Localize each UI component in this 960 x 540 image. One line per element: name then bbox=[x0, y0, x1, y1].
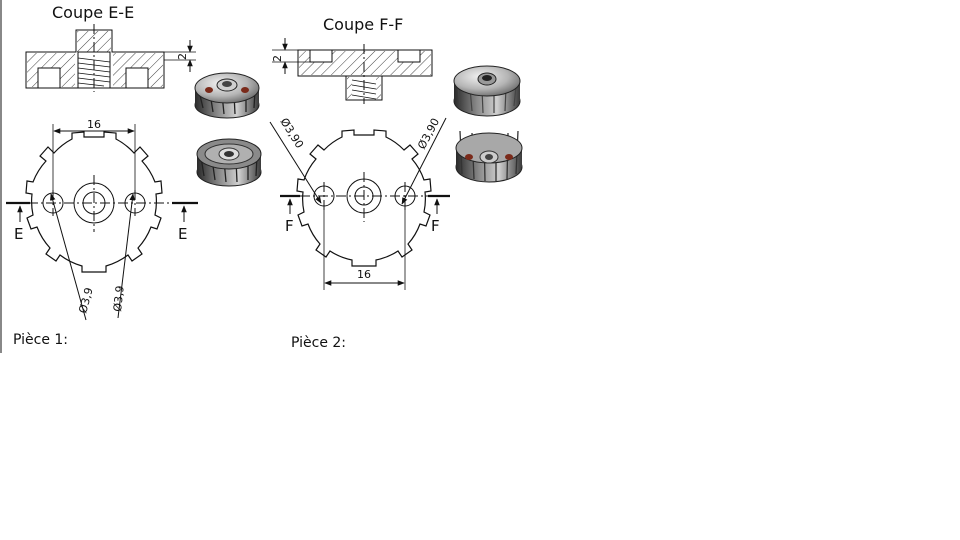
piece2-cut-letter-left: F bbox=[285, 217, 294, 235]
piece1-section-view: 2 bbox=[25, 24, 196, 92]
piece1-diameter-left: Ø3,9 bbox=[76, 286, 95, 315]
piece2-section-pocket-left bbox=[309, 49, 333, 63]
piece1-section-body bbox=[25, 29, 165, 89]
piece1-depth-dim: 2 bbox=[176, 53, 189, 60]
piece1-width-dim: 16 bbox=[87, 118, 101, 131]
piece1-render-bottom bbox=[196, 138, 262, 187]
piece1-section-hatch-boss bbox=[77, 31, 111, 52]
piece1-section-pocket-right bbox=[125, 67, 149, 89]
piece1-cut-letter-right: E bbox=[178, 225, 187, 243]
piece1-cut-letter-left: E bbox=[14, 225, 23, 243]
piece1-plan-view: E E 16 Ø3,9 Ø3,9 bbox=[6, 118, 198, 321]
piece1-section-pocket-left bbox=[37, 67, 61, 89]
piece2-depth-dim: 2 bbox=[271, 55, 284, 62]
piece2-section-view: 2 bbox=[271, 38, 433, 104]
piece2-plan-view: F F 16 Ø3,90 Ø3,90 bbox=[269, 116, 450, 290]
piece2-render-bottom bbox=[455, 130, 523, 183]
piece2-render-top bbox=[453, 65, 521, 117]
piece2-section-title: Coupe F-F bbox=[323, 15, 403, 34]
piece2-width-dim: 16 bbox=[357, 268, 371, 281]
piece2-section-pocket-right bbox=[397, 49, 421, 63]
piece2-group: Coupe F-F 2 bbox=[269, 15, 523, 351]
piece2-label: Pièce 2: bbox=[291, 335, 346, 351]
piece1-diameter-right: Ø3,9 bbox=[111, 285, 127, 312]
piece1-render-top bbox=[194, 72, 260, 119]
piece2-diameter-left: Ø3,90 bbox=[277, 116, 306, 151]
piece1-label: Pièce 1: bbox=[13, 332, 68, 348]
piece1-group: Coupe E-E 2 bbox=[6, 3, 262, 348]
piece1-section-title: Coupe E-E bbox=[52, 3, 134, 22]
piece2-cut-letter-right: F bbox=[431, 217, 440, 235]
